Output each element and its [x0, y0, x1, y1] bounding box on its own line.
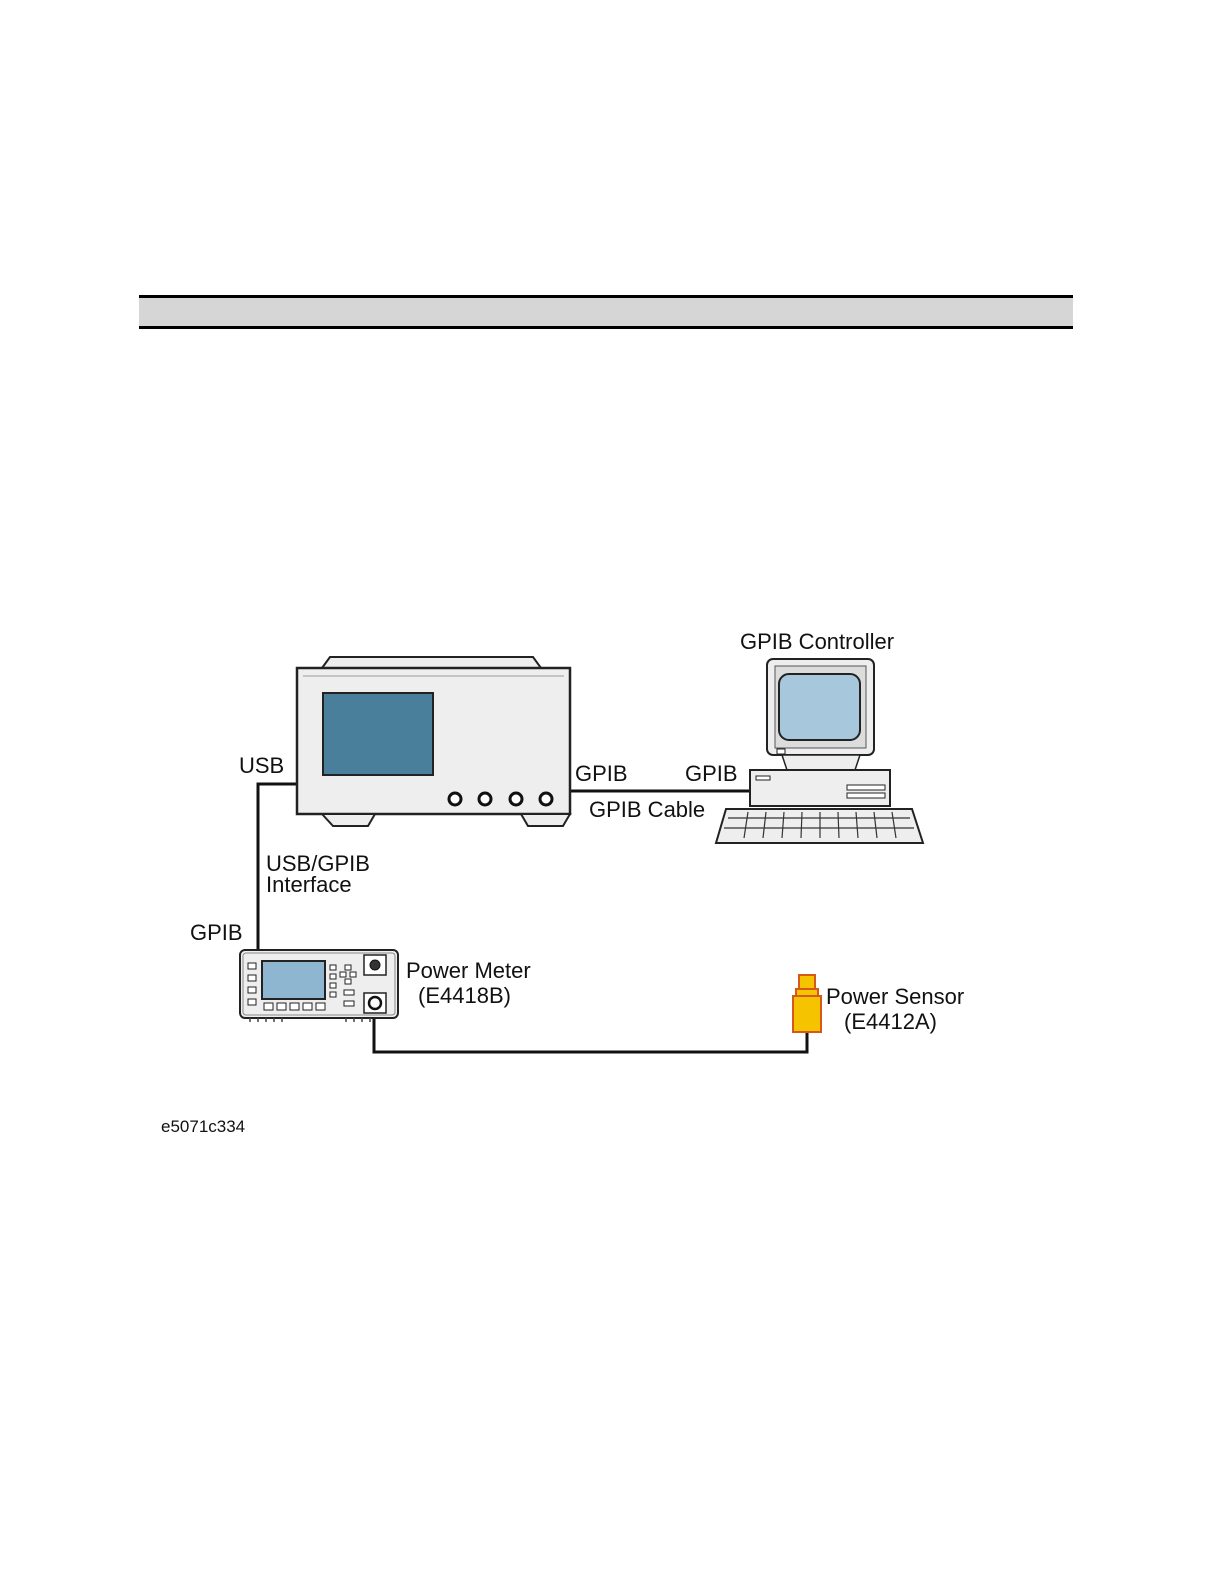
- network-analyzer: [297, 657, 570, 826]
- gpib-controller-computer: [716, 659, 923, 843]
- label-gpib-cable: GPIB Cable: [589, 797, 705, 822]
- label-power-meter-model: (E4418B): [418, 983, 511, 1008]
- label-gpib-controller: GPIB Controller: [740, 629, 894, 654]
- meter-sensor-port: [369, 997, 381, 1009]
- label-interface-line2: Interface: [266, 872, 352, 897]
- analyzer-screen: [323, 693, 433, 775]
- label-power-meter: Power Meter: [406, 958, 531, 983]
- label-power-sensor: Power Sensor: [826, 984, 964, 1009]
- power-sensor: [793, 975, 821, 1032]
- label-gpib-meter-port: GPIB: [190, 920, 243, 945]
- sensor-cable: [374, 1008, 807, 1052]
- label-power-sensor-model: (E4412A): [844, 1009, 937, 1034]
- label-gpib-controller-port: GPIB: [685, 761, 738, 786]
- controller-screen: [779, 674, 860, 740]
- meter-screen: [262, 961, 325, 999]
- label-usb: USB: [239, 753, 284, 778]
- figure-id: e5071c334: [161, 1117, 245, 1136]
- power-meter: [240, 950, 398, 1022]
- label-gpib-analyzer-port: GPIB: [575, 761, 628, 786]
